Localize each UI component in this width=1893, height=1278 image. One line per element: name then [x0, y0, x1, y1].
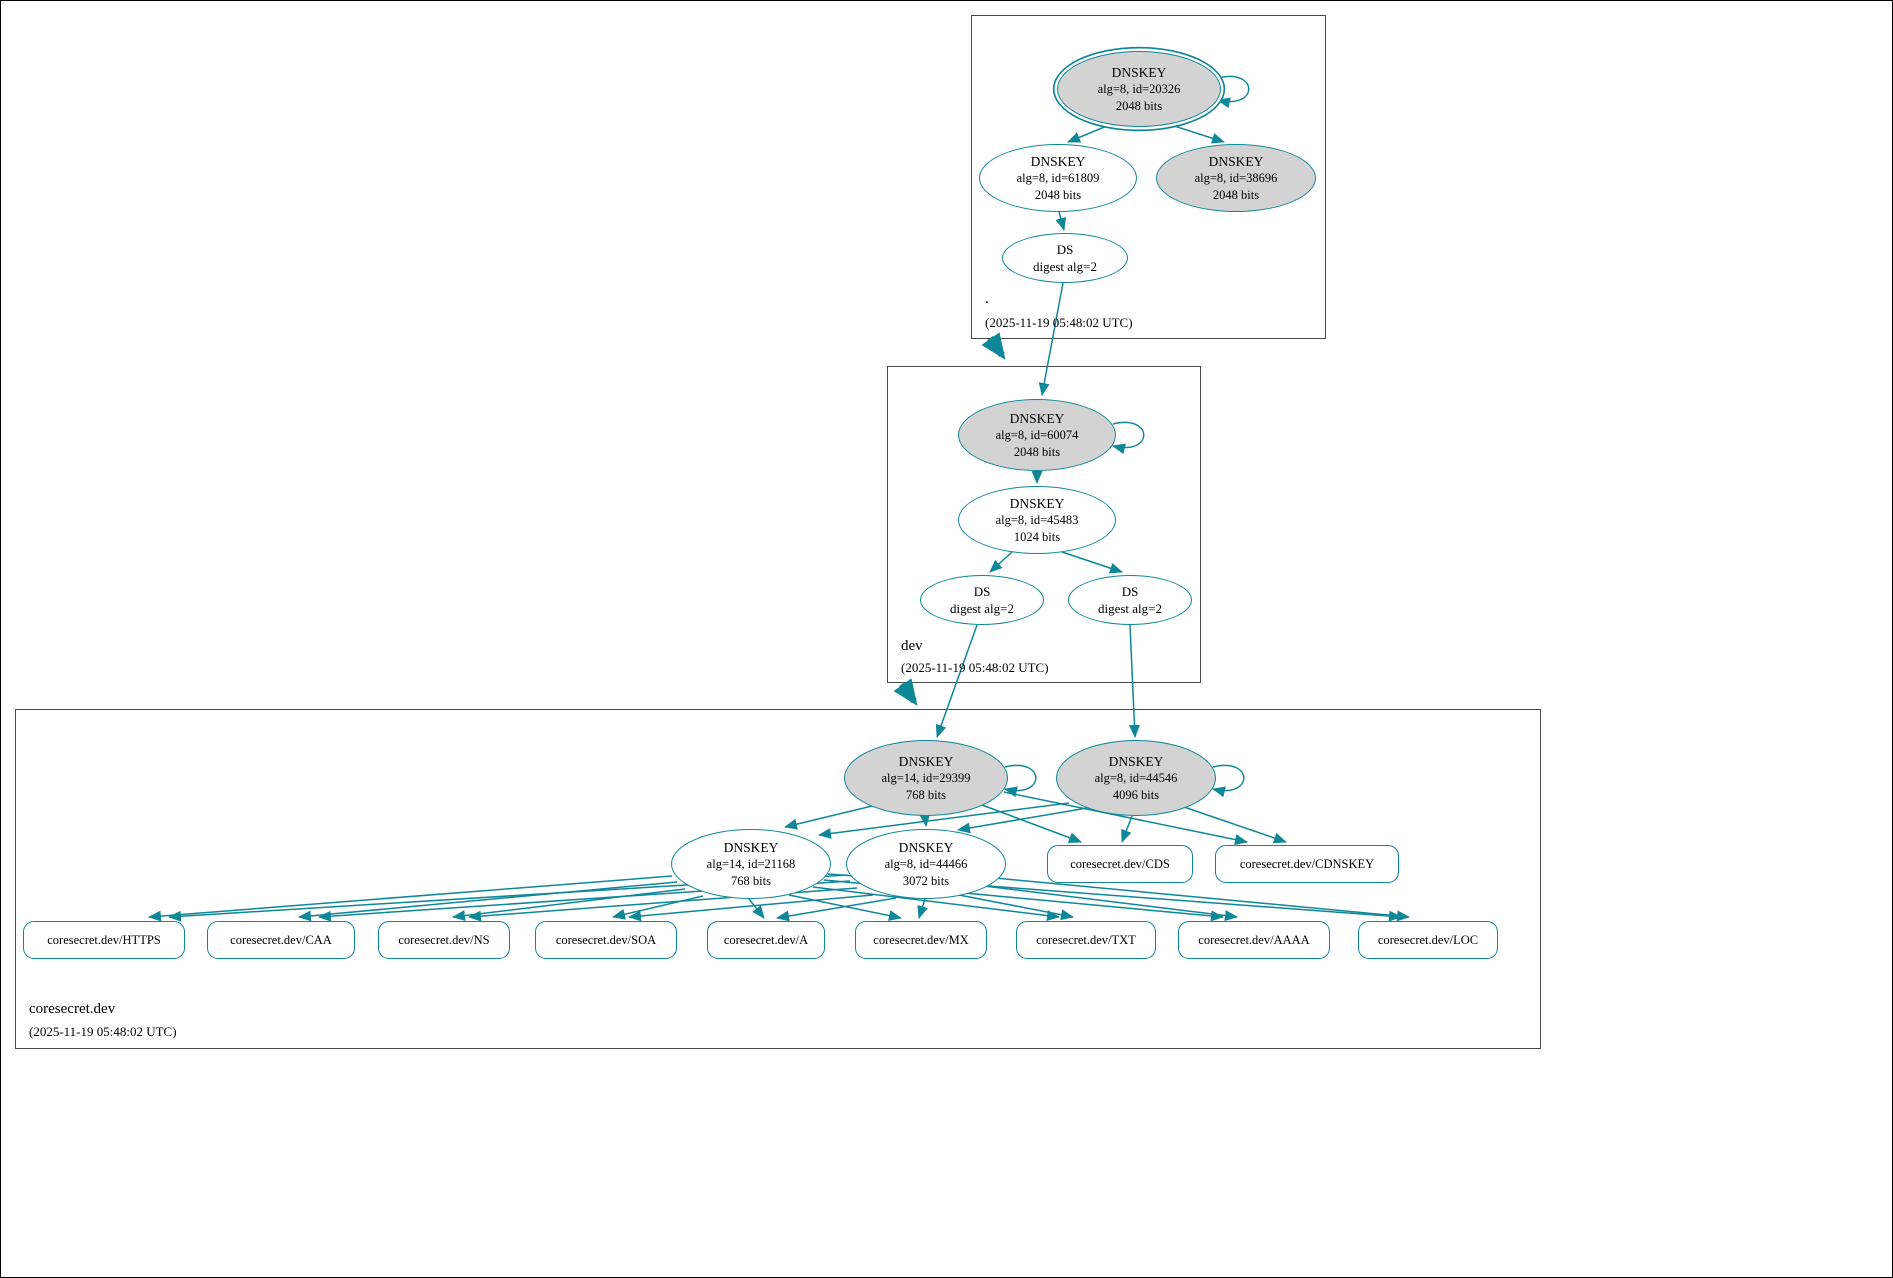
node-bits: 1024 bits [1013, 529, 1061, 544]
node-bits: 2048 bits [1034, 187, 1082, 202]
node-detail: alg=8, id=45483 [995, 513, 1079, 528]
node-detail: alg=14, id=29399 [881, 771, 971, 786]
rrset-label: coresecret.dev/CAA [230, 932, 332, 947]
rrset-label: coresecret.dev/HTTPS [47, 932, 161, 947]
zone-box-root [971, 15, 1326, 339]
node-title: DS [1056, 241, 1074, 257]
rrset-node-https[interactable]: coresecret.dev/HTTPS [23, 921, 185, 959]
node-detail: alg=8, id=20326 [1097, 82, 1181, 97]
dnskey-node-root-ksk-38696[interactable]: DNSKEY alg=8, id=38696 2048 bits [1156, 144, 1316, 212]
ds-node-root[interactable]: DS digest alg=2 [1002, 233, 1128, 283]
node-bits: 3072 bits [902, 873, 950, 888]
rrset-label: coresecret.dev/LOC [1377, 932, 1479, 947]
rrset-label: coresecret.dev/A [723, 932, 809, 947]
ds-node-dev-2[interactable]: DS digest alg=2 [1068, 575, 1192, 625]
node-title: DNSKEY [898, 753, 954, 769]
rrset-label: coresecret.dev/SOA [555, 932, 657, 947]
zone-label-dev: dev [901, 638, 923, 654]
dnskey-node-root-zsk-61809[interactable]: DNSKEY alg=8, id=61809 2048 bits [979, 144, 1137, 212]
zone-label-coresecret: coresecret.dev [29, 1001, 116, 1017]
zone-box-coresecret [15, 709, 1541, 1049]
rrset-label: coresecret.dev/CDNSKEY [1239, 856, 1375, 871]
zone-timestamp-root: (2025-11-19 05:48:02 UTC) [985, 315, 1133, 330]
rrset-node-loc[interactable]: coresecret.dev/LOC [1358, 921, 1498, 959]
zone-timestamp-coresecret: (2025-11-19 05:48:02 UTC) [29, 1024, 177, 1039]
delegation-arrow-root-to-dev [981, 332, 1006, 360]
dnskey-node-coresecret-ksk-44546[interactable]: DNSKEY alg=8, id=44546 4096 bits [1056, 740, 1216, 816]
node-title: DNSKEY [1208, 153, 1264, 169]
node-bits: 2048 bits [1115, 98, 1163, 113]
node-title: DNSKEY [1009, 495, 1065, 511]
node-title: DNSKEY [1108, 753, 1164, 769]
rrset-node-txt[interactable]: coresecret.dev/TXT [1016, 921, 1156, 959]
dnskey-node-coresecret-zsk-21168[interactable]: DNSKEY alg=14, id=21168 768 bits [671, 829, 831, 899]
node-detail: alg=8, id=61809 [1016, 171, 1100, 186]
node-bits: 4096 bits [1112, 787, 1160, 802]
rrset-label: coresecret.dev/TXT [1036, 932, 1136, 947]
rrset-node-soa[interactable]: coresecret.dev/SOA [535, 921, 677, 959]
node-title: DNSKEY [1111, 64, 1167, 80]
rrset-node-cdnskey[interactable]: coresecret.dev/CDNSKEY [1215, 845, 1399, 883]
rrset-label: coresecret.dev/CDS [1070, 856, 1170, 871]
rrset-node-mx[interactable]: coresecret.dev/MX [855, 921, 987, 959]
node-detail: alg=8, id=44546 [1094, 771, 1178, 786]
node-title: DNSKEY [898, 839, 954, 855]
ds-node-dev-1[interactable]: DS digest alg=2 [920, 575, 1044, 625]
node-detail: alg=8, id=60074 [995, 428, 1079, 443]
rrset-label: coresecret.dev/MX [873, 932, 969, 947]
dnskey-node-dev-zsk-45483[interactable]: DNSKEY alg=8, id=45483 1024 bits [958, 486, 1116, 554]
node-title: DS [1121, 583, 1139, 599]
node-bits: 768 bits [731, 873, 771, 888]
node-detail: alg=8, id=44466 [884, 857, 968, 872]
node-detail: digest alg=2 [949, 601, 1015, 616]
node-detail: alg=8, id=38696 [1194, 171, 1278, 186]
rrset-node-ns[interactable]: coresecret.dev/NS [378, 921, 510, 959]
node-bits: 2048 bits [1212, 187, 1260, 202]
delegation-arrow-dev-to-coresecret [893, 678, 918, 706]
node-title: DNSKEY [1009, 410, 1065, 426]
node-bits: 2048 bits [1013, 444, 1061, 459]
dnskey-node-coresecret-zsk-44466[interactable]: DNSKEY alg=8, id=44466 3072 bits [846, 829, 1006, 899]
rrset-node-cds[interactable]: coresecret.dev/CDS [1047, 845, 1193, 883]
zone-label-root: . [985, 291, 989, 307]
node-title: DS [973, 583, 991, 599]
node-bits: 768 bits [906, 787, 946, 802]
node-title: DNSKEY [723, 839, 779, 855]
node-title: DNSKEY [1030, 153, 1086, 169]
zone-timestamp-dev: (2025-11-19 05:48:02 UTC) [901, 660, 1049, 675]
rrset-node-a[interactable]: coresecret.dev/A [707, 921, 825, 959]
node-detail: alg=14, id=21168 [706, 857, 796, 872]
dnskey-node-root-ksk-20326[interactable]: DNSKEY alg=8, id=20326 2048 bits [1057, 51, 1221, 127]
node-detail: digest alg=2 [1097, 601, 1163, 616]
rrset-node-caa[interactable]: coresecret.dev/CAA [207, 921, 355, 959]
rrset-node-aaaa[interactable]: coresecret.dev/AAAA [1178, 921, 1330, 959]
rrset-label: coresecret.dev/AAAA [1198, 932, 1310, 947]
dnskey-node-dev-ksk-60074[interactable]: DNSKEY alg=8, id=60074 2048 bits [958, 399, 1116, 471]
dnskey-node-coresecret-ksk-29399[interactable]: DNSKEY alg=14, id=29399 768 bits [844, 740, 1008, 816]
node-detail: digest alg=2 [1032, 259, 1098, 274]
rrset-label: coresecret.dev/NS [398, 932, 490, 947]
